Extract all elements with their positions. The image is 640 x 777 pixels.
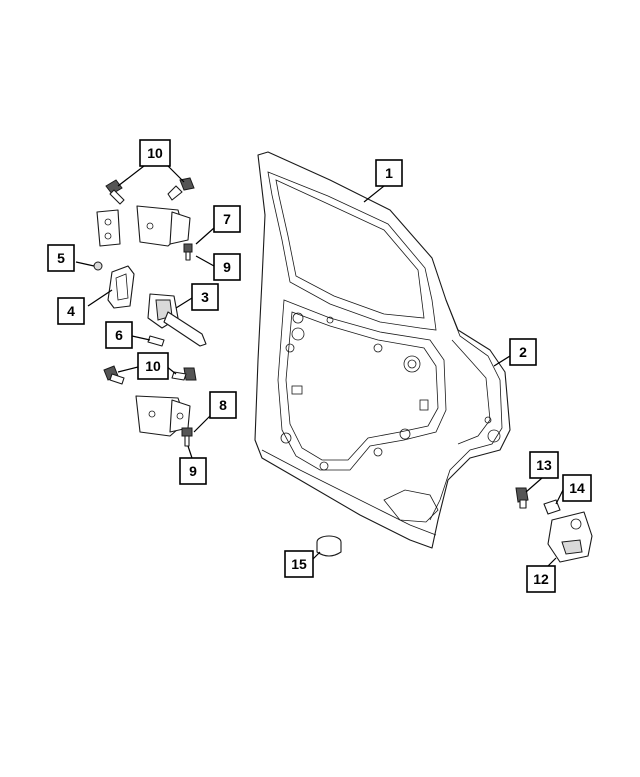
callout-12-label: 12 (533, 571, 549, 587)
callout-7: 7 (213, 205, 241, 233)
bolt-lower-left (103, 365, 125, 385)
callout-2: 2 (509, 338, 537, 366)
callout-6-label: 6 (115, 327, 123, 343)
callout-5-label: 5 (57, 250, 65, 266)
bolt-part-8 (181, 427, 193, 447)
callout-9-lower: 9 (179, 457, 207, 485)
callout-13: 13 (529, 451, 559, 479)
striker-bolt (515, 487, 529, 509)
callout-3: 3 (191, 283, 219, 311)
nut-small (93, 261, 103, 271)
callout-1-label: 1 (385, 165, 393, 181)
callout-8: 8 (209, 391, 237, 419)
callout-14-label: 14 (569, 480, 585, 496)
callout-7-label: 7 (223, 211, 231, 227)
callout-12: 12 (526, 565, 556, 593)
callout-2-label: 2 (519, 344, 527, 360)
callout-14: 14 (562, 474, 592, 502)
callout-15: 15 (284, 550, 314, 578)
callout-5: 5 (47, 244, 75, 272)
lower-hinge (135, 395, 191, 437)
door-shell (254, 151, 511, 549)
callout-10-lower: 10 (137, 352, 169, 380)
callout-9-lower-label: 9 (189, 463, 197, 479)
bolt-part-7 (183, 243, 193, 261)
callout-15-label: 15 (291, 556, 307, 572)
grommet-seal (107, 265, 135, 309)
callout-3-label: 3 (201, 289, 209, 305)
callout-4-label: 4 (67, 303, 75, 319)
bolt-upper-right (167, 177, 195, 201)
door-check-strap (147, 293, 207, 347)
callout-8-label: 8 (219, 397, 227, 413)
callout-9-upper-label: 9 (223, 259, 231, 275)
callout-1: 1 (375, 159, 403, 187)
bolt-small (147, 335, 165, 347)
callout-9-upper: 9 (213, 253, 241, 281)
bolt-upper-left (105, 179, 125, 205)
striker-plate (543, 499, 593, 563)
upper-hinge (96, 205, 191, 247)
callout-10-upper-label: 10 (147, 145, 163, 161)
callout-4: 4 (57, 297, 85, 325)
callout-10-upper: 10 (139, 139, 171, 167)
plug (316, 535, 342, 557)
callout-13-label: 13 (536, 457, 552, 473)
callout-6: 6 (105, 321, 133, 349)
callout-10-lower-label: 10 (145, 358, 161, 374)
